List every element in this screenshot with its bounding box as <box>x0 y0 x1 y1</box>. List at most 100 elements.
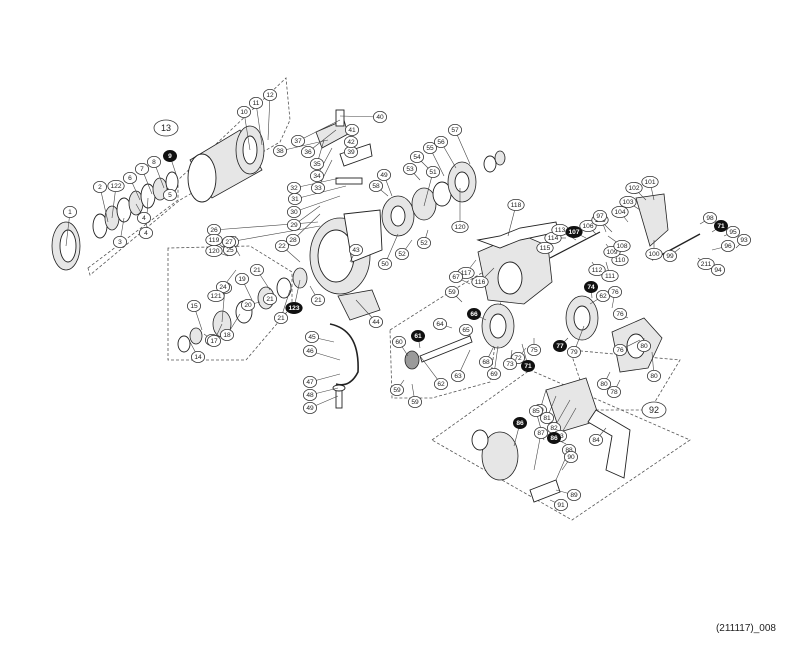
callout-number: 63 <box>454 373 462 380</box>
callout-86: 86 <box>547 431 562 444</box>
callout-39: 39 <box>343 145 358 158</box>
callout-bubble <box>302 401 317 414</box>
callout-4: 4 <box>138 226 153 239</box>
leader-line-10 <box>243 111 251 151</box>
callout-number: 95 <box>729 229 737 236</box>
leader-line-30 <box>293 195 341 213</box>
callout-number: 50 <box>381 261 389 268</box>
callout-number: 97 <box>596 213 604 220</box>
leader-line-87 <box>533 432 542 471</box>
callout-bubble <box>425 165 440 178</box>
callout-57: 57 <box>447 124 462 137</box>
callout-80: 80 <box>647 369 662 382</box>
callout-45: 45 <box>304 330 319 343</box>
callout-number: 84 <box>592 437 600 444</box>
callout-62: 62 <box>433 377 448 390</box>
callout-bubble <box>553 339 568 352</box>
callout-number: 111 <box>605 273 615 280</box>
callout-bubble <box>285 233 300 246</box>
callout-bubble <box>409 150 424 163</box>
callout-bubble <box>302 388 317 401</box>
callout-bubble <box>273 311 288 324</box>
callout-bubble <box>502 357 517 370</box>
spool-part <box>187 125 265 203</box>
callout-number: 76 <box>616 311 624 318</box>
callout-bubble <box>107 179 125 192</box>
callout-bubble <box>714 219 729 232</box>
callout-bubble <box>567 488 582 501</box>
callout-bubble <box>302 344 317 357</box>
callout-40: 40 <box>372 111 387 124</box>
callout-31: 31 <box>287 192 302 205</box>
callout-number: 66 <box>470 311 478 318</box>
callout-69: 69 <box>486 367 501 380</box>
callout-bubble <box>304 330 319 343</box>
callout-bubble <box>432 317 447 330</box>
callout-bubble <box>372 111 387 124</box>
callout-85: 85 <box>529 404 544 417</box>
callout-bubble <box>272 144 287 157</box>
callout-29: 29 <box>286 218 301 231</box>
callout-46: 46 <box>302 344 317 357</box>
callout-number: 42 <box>347 139 355 146</box>
callout-bubble <box>205 244 223 257</box>
bail-screws <box>332 384 346 409</box>
callout-74: 74 <box>584 280 599 293</box>
callout-68: 68 <box>478 355 493 368</box>
callout-53: 53 <box>402 162 417 175</box>
callout-number: 21 <box>266 296 274 303</box>
callout-bubble <box>236 106 251 119</box>
callout-bubble <box>234 272 249 285</box>
callout-number: 67 <box>452 274 460 281</box>
callout-number: 75 <box>530 347 538 354</box>
callout-bubble <box>219 328 234 341</box>
callout-bubble <box>433 377 448 390</box>
callout-bubble <box>721 239 736 252</box>
callout-number: 36 <box>304 149 312 156</box>
callout-number: 86 <box>516 420 524 427</box>
callout-102: 102 <box>625 181 643 194</box>
callout-number: 28 <box>289 237 297 244</box>
callout-number: 55 <box>426 145 434 152</box>
callout-101: 101 <box>641 175 659 188</box>
callout-30: 30 <box>286 205 301 218</box>
callout-bubble <box>274 239 289 252</box>
callout-bubble <box>391 335 406 348</box>
callout-75: 75 <box>527 343 542 356</box>
callout-bubble <box>536 241 554 254</box>
callout-number: 79 <box>570 349 578 356</box>
callout-49: 49 <box>376 168 391 181</box>
callout-bubble <box>221 235 236 248</box>
callout-number: 104 <box>614 209 625 216</box>
callout-number: 62 <box>437 381 445 388</box>
rotor-part <box>309 209 383 321</box>
callout-number: 58 <box>372 183 380 190</box>
callout-number: 69 <box>490 371 498 378</box>
callout-15: 15 <box>186 299 201 312</box>
callout-number: 27 <box>225 239 233 246</box>
callout-number: 43 <box>352 247 360 254</box>
callout-bubble <box>249 263 264 276</box>
callout-number: 56 <box>437 139 445 146</box>
callout-bubble <box>625 181 643 194</box>
callout-number: 17 <box>210 338 218 345</box>
callout-89: 89 <box>567 488 582 501</box>
callout-bubble <box>613 343 628 356</box>
callout-number: 9 <box>168 153 172 160</box>
callout-76: 76 <box>613 307 628 320</box>
callout-51: 51 <box>425 165 440 178</box>
callout-66: 66 <box>466 307 481 320</box>
callout-76: 76 <box>613 343 628 356</box>
callout-bubble <box>458 323 473 336</box>
callout-number: 47 <box>306 379 314 386</box>
callout-38: 38 <box>272 144 287 157</box>
callout-7: 7 <box>134 162 149 175</box>
callout-bubble <box>134 162 149 175</box>
bail-wire-part <box>329 323 359 386</box>
callout-number: 64 <box>436 321 444 328</box>
callout-number: 14 <box>194 354 202 361</box>
callout-number: 99 <box>666 253 674 260</box>
callout-bubble <box>703 211 718 224</box>
callout-bubble <box>611 205 629 218</box>
callout-2: 2 <box>93 180 108 193</box>
